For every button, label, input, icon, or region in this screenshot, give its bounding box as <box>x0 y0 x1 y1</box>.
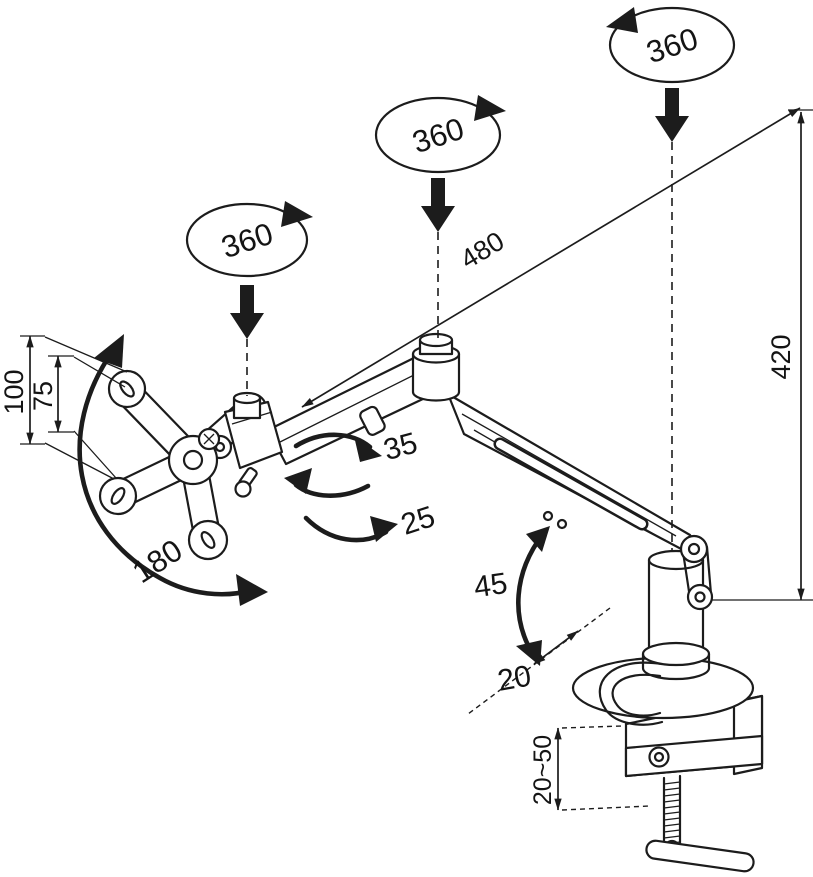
label-vesa-75: 75 <box>28 381 58 411</box>
dimension-gap-20: 20 <box>467 607 611 715</box>
screw-handle <box>645 839 755 873</box>
tilt-arrowhead-top-icon <box>526 526 550 552</box>
rotation-symbol-top: 360 <box>606 6 736 84</box>
rotation-symbol-middle: 360 <box>374 95 506 174</box>
lower-arm-body <box>446 392 704 562</box>
label-swivel: 180 <box>126 532 188 590</box>
elbow-joint <box>411 332 461 402</box>
down-arrow-icon-left <box>230 285 264 339</box>
lower-arm <box>446 392 704 562</box>
swivel-arrowhead-top-icon <box>94 334 124 368</box>
label-rotation-left: 360 <box>217 216 277 265</box>
dimension-clamp-range: 20~50 <box>529 725 651 811</box>
dimension-vesa-75: 75 <box>28 355 126 479</box>
desk-clamp <box>624 694 764 873</box>
dimension-height: 420 <box>712 109 813 601</box>
pan-arrowhead-left-icon <box>284 468 312 494</box>
pan-arrow-25: 25 <box>303 500 439 543</box>
pan-arrowhead-right-icon <box>354 436 382 462</box>
rotation-arrowhead-icon <box>281 201 313 227</box>
jaw-hole-inner <box>653 751 665 763</box>
thumbscrew-knob <box>234 480 252 498</box>
tilt-arc-45: 45 <box>472 526 550 666</box>
dimension-vesa-100: 100 <box>0 335 128 480</box>
rotation-symbol-left: 360 <box>185 201 313 278</box>
clamp-screw <box>645 774 755 873</box>
vesa-head <box>98 369 284 561</box>
label-gap-20: 20 <box>495 659 534 697</box>
plate-handle-inner <box>611 673 662 717</box>
rotation-arrowhead-icon <box>606 7 638 33</box>
pole-collar <box>641 641 711 667</box>
vesa-pad-lower-left <box>98 476 138 516</box>
vesa-pad-lower-right <box>187 519 229 561</box>
pan-arrowhead-icon <box>370 516 398 542</box>
label-pan-35: 35 <box>380 427 421 468</box>
dimension-reach: 480 <box>301 107 801 408</box>
label-clamp-range: 20~50 <box>529 735 557 805</box>
cable-clip <box>359 405 386 436</box>
elbow-cap <box>418 332 454 348</box>
label-pan-25: 25 <box>397 500 439 542</box>
pan-arrows-35: 35 <box>284 427 421 498</box>
label-rotation-top: 360 <box>642 21 702 70</box>
vesa-pad-upper-left <box>107 369 147 409</box>
riser-pole <box>641 549 711 681</box>
down-arrow-icon-middle <box>421 178 455 232</box>
label-vesa-100: 100 <box>0 369 29 414</box>
label-height: 420 <box>766 334 796 379</box>
arm-screw-1 <box>542 510 554 522</box>
arm-screw-2 <box>556 518 568 530</box>
tilt-cylinder-cap <box>232 391 262 405</box>
label-rotation-middle: 360 <box>408 111 468 160</box>
plate-handle-outer <box>598 661 664 726</box>
shoulder-joint <box>679 534 714 611</box>
rotation-arrowhead-icon <box>474 95 506 121</box>
tilt-bracket <box>207 391 284 498</box>
swivel-arrowhead-bottom-icon <box>236 574 268 606</box>
label-reach: 480 <box>455 226 509 275</box>
label-tilt-45: 45 <box>472 567 510 604</box>
down-arrow-icon-top <box>655 88 689 142</box>
